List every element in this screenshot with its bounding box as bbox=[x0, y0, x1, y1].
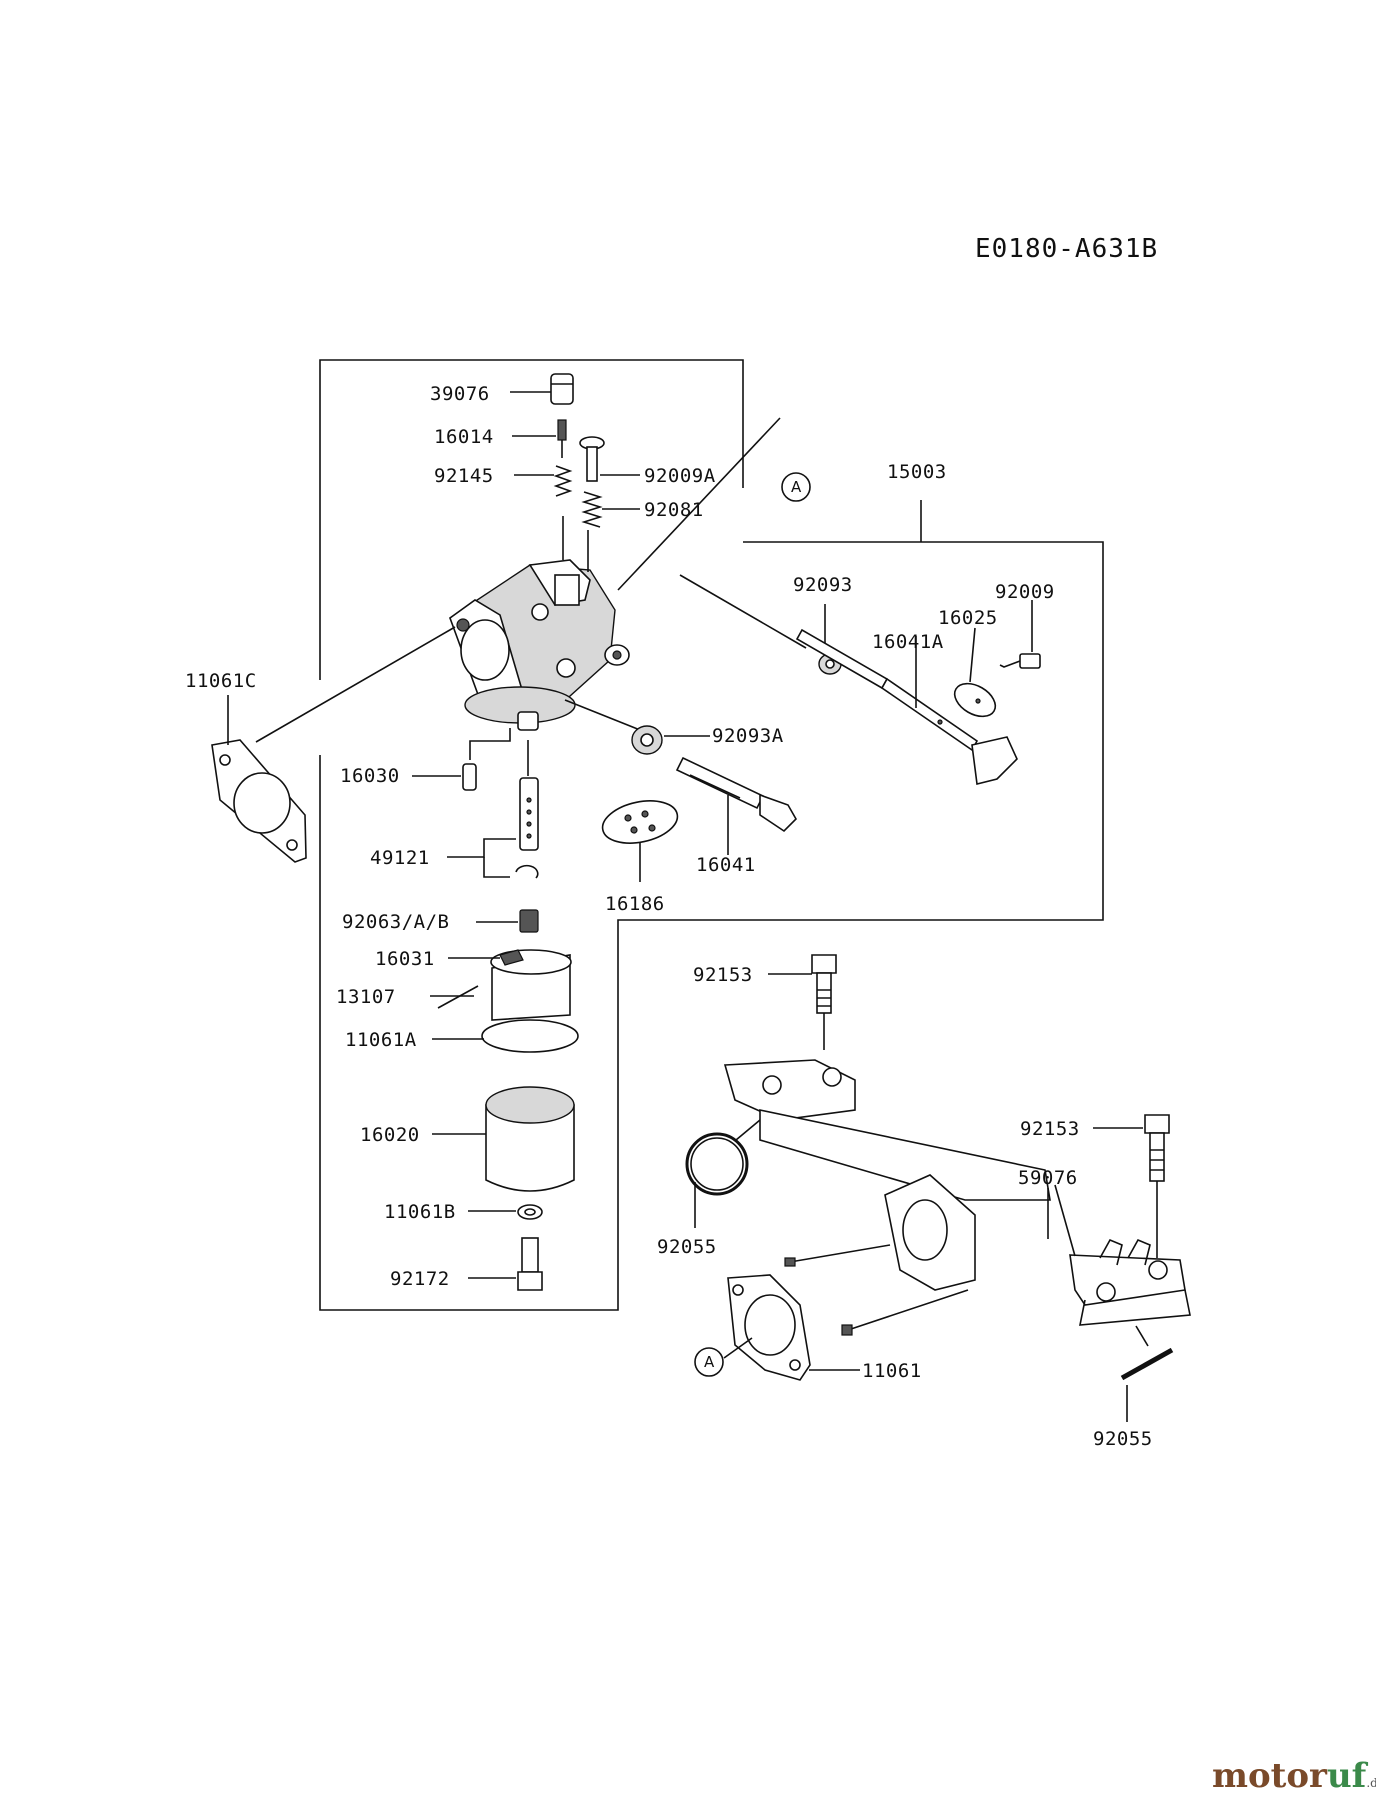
part-16186[interactable]: 16186 bbox=[599, 795, 682, 915]
watermark-tld: .de bbox=[1366, 1776, 1376, 1790]
label-11061: 11061 bbox=[862, 1360, 922, 1382]
label-16041: 16041 bbox=[696, 854, 756, 876]
part-92055-pin[interactable]: 92055 bbox=[1093, 1325, 1174, 1450]
svg-text:motoruf.de: motoruf.de bbox=[1212, 1756, 1376, 1796]
label-92009: 92009 bbox=[995, 581, 1055, 603]
part-39076[interactable]: 39076 bbox=[430, 373, 574, 405]
label-16025: 16025 bbox=[938, 607, 998, 629]
callout-a-top[interactable]: A bbox=[781, 472, 811, 502]
part-11061[interactable]: 11061 bbox=[723, 1274, 922, 1382]
label-16014: 16014 bbox=[434, 426, 494, 448]
part-11061B[interactable]: 11061B bbox=[384, 1201, 543, 1223]
label-92063AB: 92063/A/B bbox=[342, 911, 449, 933]
label-92009A: 92009A bbox=[644, 465, 716, 487]
label-49121: 49121 bbox=[370, 847, 430, 869]
label-92145: 92145 bbox=[434, 465, 494, 487]
watermark-brand-part1: motor bbox=[1212, 1756, 1328, 1796]
carburetor-body-leaders bbox=[562, 417, 781, 731]
label-16020: 16020 bbox=[360, 1124, 420, 1146]
part-11061A[interactable]: 11061A bbox=[345, 1019, 579, 1053]
part-92009[interactable]: 92009 bbox=[995, 581, 1055, 669]
callout-a-bottom-letter: A bbox=[704, 1353, 715, 1371]
label-11061C: 11061C bbox=[185, 670, 257, 692]
label-15003: 15003 bbox=[887, 461, 947, 483]
part-92145[interactable]: 92145 bbox=[434, 465, 573, 497]
label-11061A: 11061A bbox=[345, 1029, 417, 1051]
label-92153-top: 92153 bbox=[693, 964, 753, 986]
label-92153-right: 92153 bbox=[1020, 1118, 1080, 1140]
label-16031: 16031 bbox=[375, 948, 435, 970]
label-16030: 16030 bbox=[340, 765, 400, 787]
label-16186: 16186 bbox=[605, 893, 665, 915]
watermark-logo: motoruf.de bbox=[1212, 1756, 1376, 1796]
manifold-studs bbox=[784, 1244, 969, 1336]
diagram-code: E0180-A631B bbox=[975, 234, 1158, 264]
label-92172: 92172 bbox=[390, 1268, 450, 1290]
part-16041A[interactable]: 16041A bbox=[679, 574, 1018, 785]
label-11061B: 11061B bbox=[384, 1201, 456, 1223]
part-92093A[interactable]: 92093A bbox=[631, 725, 784, 755]
part-92081[interactable]: 92081 bbox=[581, 491, 704, 528]
part-16041[interactable]: 16041 bbox=[675, 756, 797, 876]
part-11061C[interactable]: 11061C bbox=[185, 626, 456, 863]
label-92055-oring: 92055 bbox=[657, 1236, 717, 1258]
part-16031[interactable]: 16031 bbox=[375, 948, 572, 1021]
part-92153-top[interactable]: 92153 bbox=[693, 954, 837, 1050]
part-16014[interactable]: 16014 bbox=[434, 419, 567, 458]
label-59076: 59076 bbox=[1018, 1167, 1078, 1189]
group-frame-left bbox=[319, 359, 1104, 1311]
label-16041A: 16041A bbox=[872, 631, 944, 653]
label-39076: 39076 bbox=[430, 383, 490, 405]
callout-a-top-letter: A bbox=[791, 478, 802, 496]
label-92081: 92081 bbox=[644, 499, 704, 521]
label-92093: 92093 bbox=[793, 574, 853, 596]
label-92055-pin: 92055 bbox=[1093, 1428, 1153, 1450]
part-16020[interactable]: 16020 bbox=[360, 1086, 575, 1192]
callout-a-bottom[interactable]: A bbox=[694, 1347, 724, 1377]
part-13107[interactable]: 13107 bbox=[336, 985, 479, 1009]
part-16025[interactable]: 16025 bbox=[938, 607, 1001, 723]
label-13107: 13107 bbox=[336, 986, 396, 1008]
part-49121[interactable]: 49121 bbox=[370, 740, 539, 879]
part-92009A[interactable]: 92009A bbox=[579, 436, 716, 487]
carburetor-body bbox=[449, 559, 630, 731]
part-92063AB[interactable]: 92063/A/B bbox=[342, 909, 539, 933]
part-92055-oring[interactable]: 92055 bbox=[657, 1119, 761, 1258]
part-59076[interactable]: 59076 bbox=[723, 1059, 1191, 1326]
part-16030[interactable]: 16030 bbox=[340, 728, 511, 791]
part-92153-right[interactable]: 92153 bbox=[1020, 1114, 1170, 1258]
watermark-brand-part2: uf bbox=[1327, 1756, 1369, 1796]
part-92172[interactable]: 92172 bbox=[390, 1237, 543, 1291]
part-15003[interactable]: 15003 bbox=[887, 461, 947, 483]
label-92093A: 92093A bbox=[712, 725, 784, 747]
